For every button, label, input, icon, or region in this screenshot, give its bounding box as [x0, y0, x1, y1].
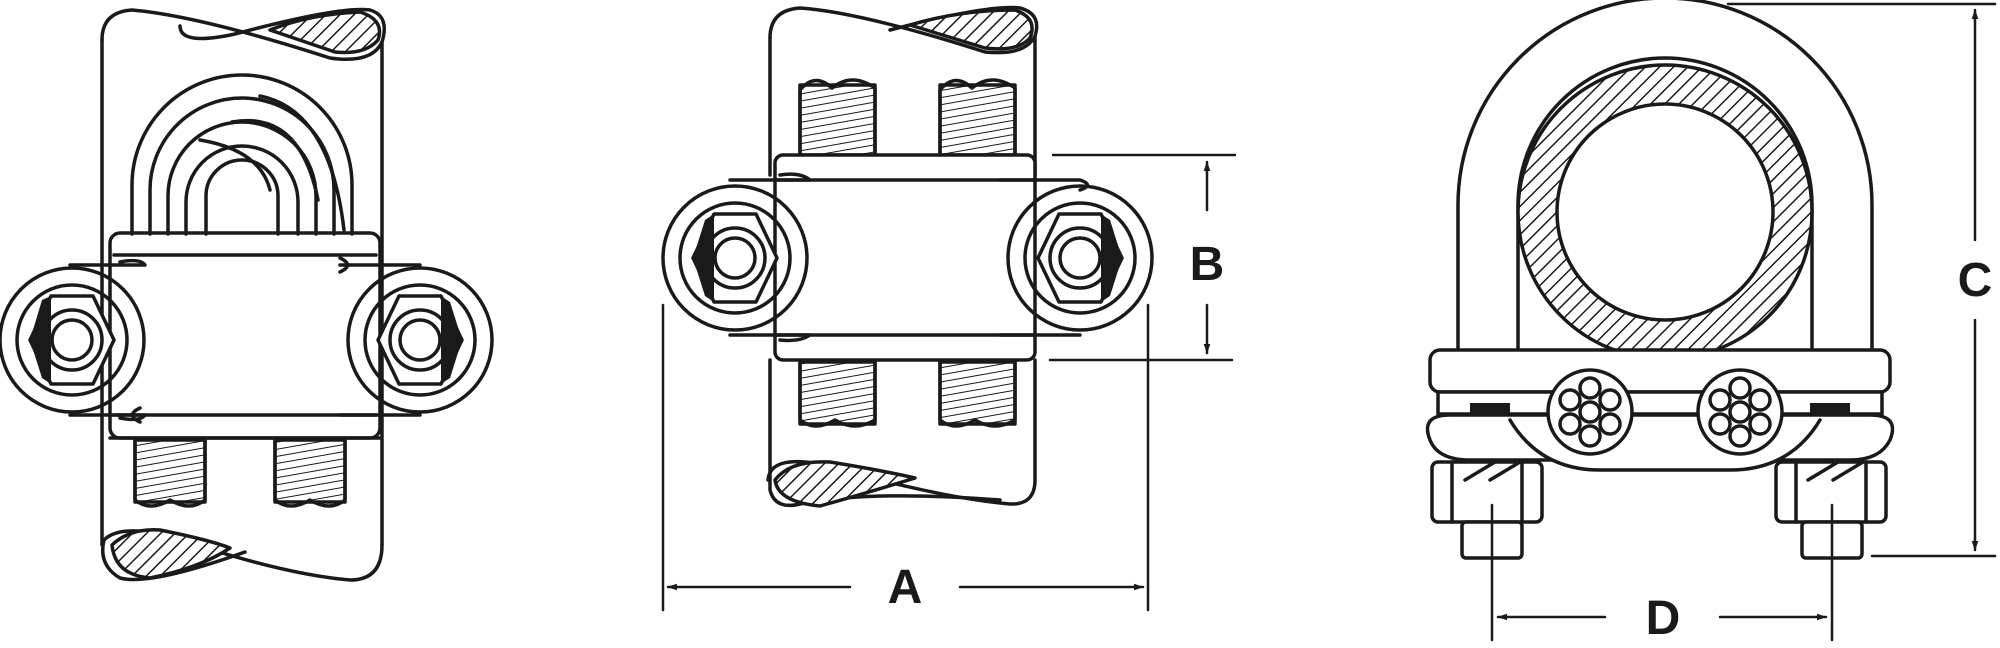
label-a: A	[888, 561, 923, 614]
clip-view-center	[661, 5, 1154, 508]
strand-bundle-right	[1696, 368, 1784, 456]
nut-right-1	[363, 283, 477, 397]
nut-left-2	[678, 201, 792, 315]
saddle-right	[1428, 348, 1892, 394]
clip-view-right	[1425, 0, 1895, 560]
nut-right-view-right	[1774, 460, 1888, 560]
dimension-a	[661, 303, 1150, 612]
label-b: B	[1190, 238, 1225, 291]
u-bolt-left	[130, 73, 354, 236]
clip-view-left	[0, 7, 494, 582]
label-d: D	[1646, 592, 1681, 645]
nut-right-2	[1023, 201, 1137, 315]
nut-left-1	[15, 283, 129, 397]
dimension-d	[1490, 503, 1834, 642]
label-c: C	[1958, 254, 1993, 307]
nut-right-view-left	[1430, 460, 1544, 560]
dimension-b	[1048, 153, 1237, 362]
dimension-c	[1726, 2, 1997, 558]
u-bolt-right	[1456, 0, 1874, 352]
strand-bundle-left	[1546, 368, 1634, 456]
